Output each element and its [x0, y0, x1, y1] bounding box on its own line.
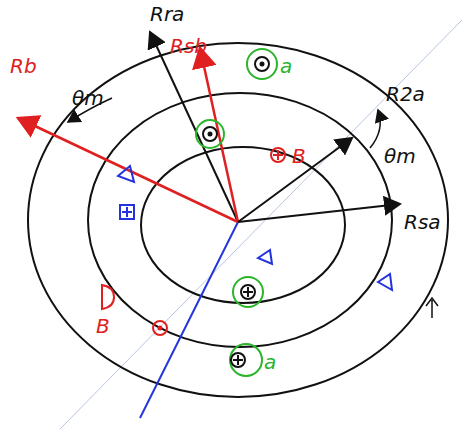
conductors	[102, 49, 392, 376]
outer-ring	[28, 43, 448, 397]
axis-label: Rsa	[404, 212, 441, 232]
axis-arrow	[238, 138, 352, 222]
axis-label: Rb	[10, 56, 37, 76]
axis-label: R2a	[386, 84, 425, 104]
axis-label: a	[264, 352, 276, 372]
axis-label: Rsb	[170, 36, 207, 56]
axis-label: B	[292, 146, 306, 166]
axis-arrow	[238, 204, 400, 222]
small-arrow	[426, 298, 438, 318]
inner-ring	[141, 147, 345, 303]
axis-arrow	[150, 32, 238, 222]
angle-arc	[370, 110, 380, 148]
axis-arrow	[18, 118, 238, 222]
axis-arrow	[200, 48, 238, 222]
axis-label: a	[280, 56, 292, 76]
axis-label: B	[96, 316, 110, 336]
axis-label: θm	[384, 146, 416, 166]
middle-ring	[88, 93, 392, 347]
axis-label: Rra	[150, 4, 184, 24]
axis-line	[140, 222, 238, 418]
axis-label: θm	[72, 88, 104, 108]
